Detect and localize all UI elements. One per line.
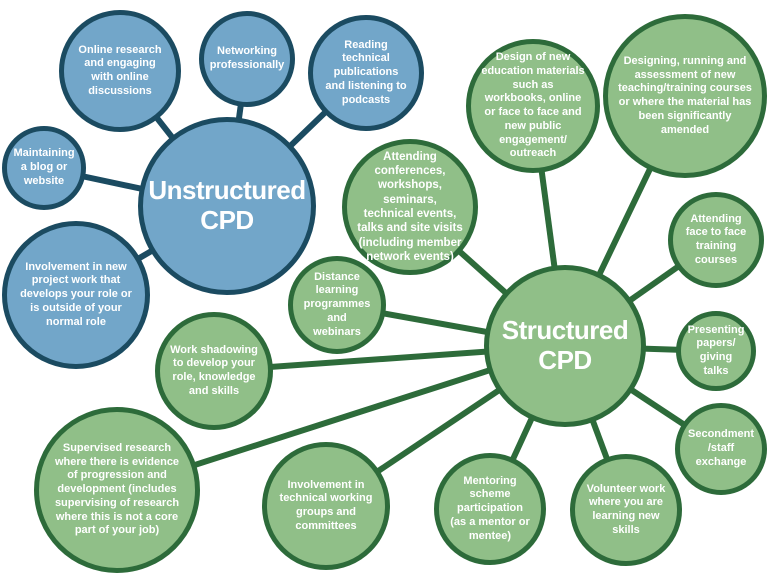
node-presenting-papers: Presenting papers/ giving talks	[676, 311, 756, 391]
hub-unstructured-cpd-label: Unstructured CPD	[148, 175, 306, 235]
node-work-shadowing: Work shadowing to develop your role, kno…	[155, 312, 273, 430]
node-blog-website-label: Maintaining a blog or website	[13, 147, 75, 187]
node-reading-publications-label: Reading technical publications and liste…	[325, 38, 407, 106]
node-attending-conferences: Attending conferences, workshops, semina…	[342, 139, 478, 275]
node-distance-learning: Distance learning programmes and webinar…	[288, 256, 386, 354]
node-blog-website: Maintaining a blog or website	[2, 126, 86, 210]
node-mentoring-scheme: Mentoring scheme participation (as a men…	[434, 453, 546, 565]
node-secondment-label: Secondment /staff exchange	[688, 428, 755, 468]
node-technical-working-groups: Involvement in technical working groups …	[262, 442, 390, 570]
node-supervised-research: Supervised research where there is evide…	[34, 407, 200, 573]
node-face-to-face-training-label: Attending face to face training courses	[685, 212, 747, 266]
node-networking-label: Networking professionally	[209, 45, 285, 71]
node-distance-learning-label: Distance learning programmes and webinar…	[303, 270, 371, 338]
hub-structured-cpd: Structured CPD	[484, 265, 646, 427]
node-online-research: Online research and engaging with online…	[59, 10, 181, 132]
node-networking: Networking professionally	[199, 11, 295, 107]
node-technical-working-groups-label: Involvement in technical working groups …	[279, 478, 373, 532]
node-project-work: Involvement in new project work that dev…	[2, 221, 150, 369]
node-designing-running-courses-label: Designing, running and assessment of new…	[618, 54, 752, 136]
node-presenting-papers-label: Presenting papers/ giving talks	[687, 323, 745, 377]
node-face-to-face-training: Attending face to face training courses	[668, 192, 764, 288]
node-project-work-label: Involvement in new project work that dev…	[20, 260, 132, 328]
node-designing-running-courses: Designing, running and assessment of new…	[603, 14, 767, 178]
node-reading-publications: Reading technical publications and liste…	[308, 15, 424, 131]
node-volunteer-work-label: Volunteer work where you are learning ne…	[586, 482, 666, 536]
node-work-shadowing-label: Work shadowing to develop your role, kno…	[170, 343, 258, 397]
node-volunteer-work: Volunteer work where you are learning ne…	[570, 454, 682, 566]
hub-unstructured-cpd: Unstructured CPD	[138, 117, 316, 295]
node-secondment: Secondment /staff exchange	[675, 403, 767, 495]
node-design-education-materials-label: Design of new education materials such a…	[481, 51, 585, 160]
node-supervised-research-label: Supervised research where there is evide…	[54, 441, 180, 537]
node-design-education-materials: Design of new education materials such a…	[466, 39, 600, 173]
node-attending-conferences-label: Attending conferences, workshops, semina…	[357, 150, 463, 264]
node-online-research-label: Online research and engaging with online…	[78, 43, 162, 97]
hub-structured-cpd-label: Structured CPD	[501, 315, 629, 375]
node-mentoring-scheme-label: Mentoring scheme participation (as a men…	[450, 474, 530, 542]
